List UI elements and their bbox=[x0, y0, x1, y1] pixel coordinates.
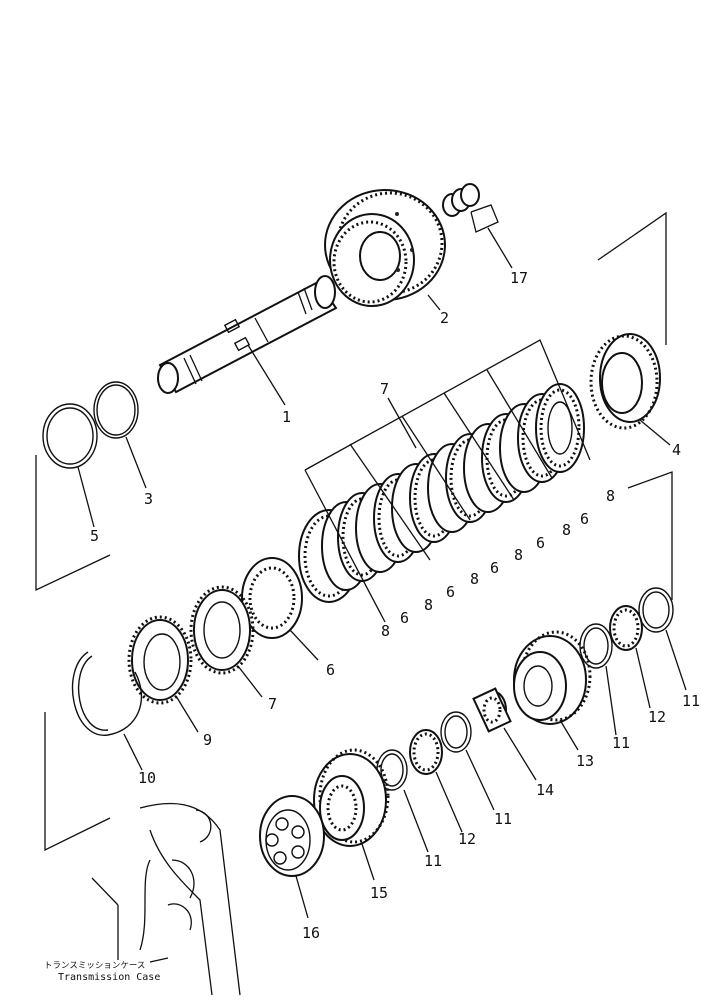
callout-11-center: 11 bbox=[494, 810, 512, 828]
callout-5: 5 bbox=[90, 527, 99, 545]
part-7-disc bbox=[189, 585, 263, 698]
callout-3: 3 bbox=[144, 490, 153, 508]
callout-6-pack-2: 6 bbox=[536, 534, 545, 552]
part-4-gear bbox=[589, 333, 671, 446]
callout-16: 16 bbox=[302, 924, 320, 942]
callout-8-pack-6: 8 bbox=[381, 622, 390, 640]
transmission-case-outline bbox=[44, 712, 241, 996]
leader-bracket-right-lower bbox=[627, 471, 673, 600]
callout-17: 17 bbox=[510, 269, 528, 287]
part-17-snap-rings bbox=[442, 183, 513, 269]
callout-8-pack-1: 8 bbox=[606, 487, 615, 505]
part-6-plate bbox=[241, 557, 319, 661]
callout-6-pack-4: 6 bbox=[446, 583, 455, 601]
callout-12-right: 12 bbox=[648, 708, 666, 726]
case-label-english: Transmission Case bbox=[58, 972, 160, 983]
part-16-ball-bearing bbox=[259, 795, 325, 919]
callouts: 17 2 1 3 5 4 7 8 6 8 6 8 6 8 6 8 6 8 6 7… bbox=[90, 269, 700, 942]
clutch-leader-lines bbox=[304, 339, 591, 623]
callout-10: 10 bbox=[138, 769, 156, 787]
clutch-pack bbox=[298, 383, 585, 603]
part-1-shaft bbox=[157, 275, 338, 406]
part-2-clutch-drum bbox=[324, 189, 446, 311]
callout-6-pack-3: 6 bbox=[490, 559, 499, 577]
part-11-washer-mid bbox=[579, 623, 617, 736]
callout-6-left: 6 bbox=[326, 661, 335, 679]
part-12-thrust-bearing-center bbox=[409, 729, 463, 833]
callout-11-far-right: 11 bbox=[682, 692, 700, 710]
callout-12-center: 12 bbox=[458, 830, 476, 848]
callout-8-pack-4: 8 bbox=[470, 570, 479, 588]
part-5-snap-ring bbox=[42, 403, 98, 528]
part-11-washer-right bbox=[638, 587, 687, 691]
callout-11-right: 11 bbox=[612, 734, 630, 752]
part-14-needle-bearing bbox=[472, 687, 537, 781]
callout-6-pack-1: 6 bbox=[580, 510, 589, 528]
callout-8-pack-3: 8 bbox=[514, 546, 523, 564]
part-12-thrust-bearing-right bbox=[609, 605, 651, 709]
callout-13: 13 bbox=[576, 752, 594, 770]
part-9-gear bbox=[127, 615, 199, 733]
callout-7-lower: 7 bbox=[268, 695, 277, 713]
part-11-washer-center bbox=[440, 711, 495, 811]
callout-15: 15 bbox=[370, 884, 388, 902]
callout-4: 4 bbox=[672, 441, 681, 459]
callout-14: 14 bbox=[536, 781, 554, 799]
leader-bracket-left-upper bbox=[35, 455, 111, 592]
callout-1: 1 bbox=[282, 408, 291, 426]
callout-8-pack-5: 8 bbox=[424, 596, 433, 614]
part-13-gear bbox=[513, 630, 592, 751]
callout-11-lower: 11 bbox=[424, 852, 442, 870]
case-label-japanese: トランスミッションケース bbox=[44, 961, 145, 971]
callout-9: 9 bbox=[203, 731, 212, 749]
callout-7-upper: 7 bbox=[380, 380, 389, 398]
callout-2: 2 bbox=[440, 309, 449, 327]
part-10-snap-ring bbox=[71, 651, 143, 771]
callout-8-pack-2: 8 bbox=[562, 521, 571, 539]
callout-6-pack-5: 6 bbox=[400, 609, 409, 627]
leader-bracket-right-upper bbox=[597, 211, 667, 345]
part-15-gear bbox=[313, 748, 390, 881]
part-3-snap-ring bbox=[93, 381, 147, 489]
